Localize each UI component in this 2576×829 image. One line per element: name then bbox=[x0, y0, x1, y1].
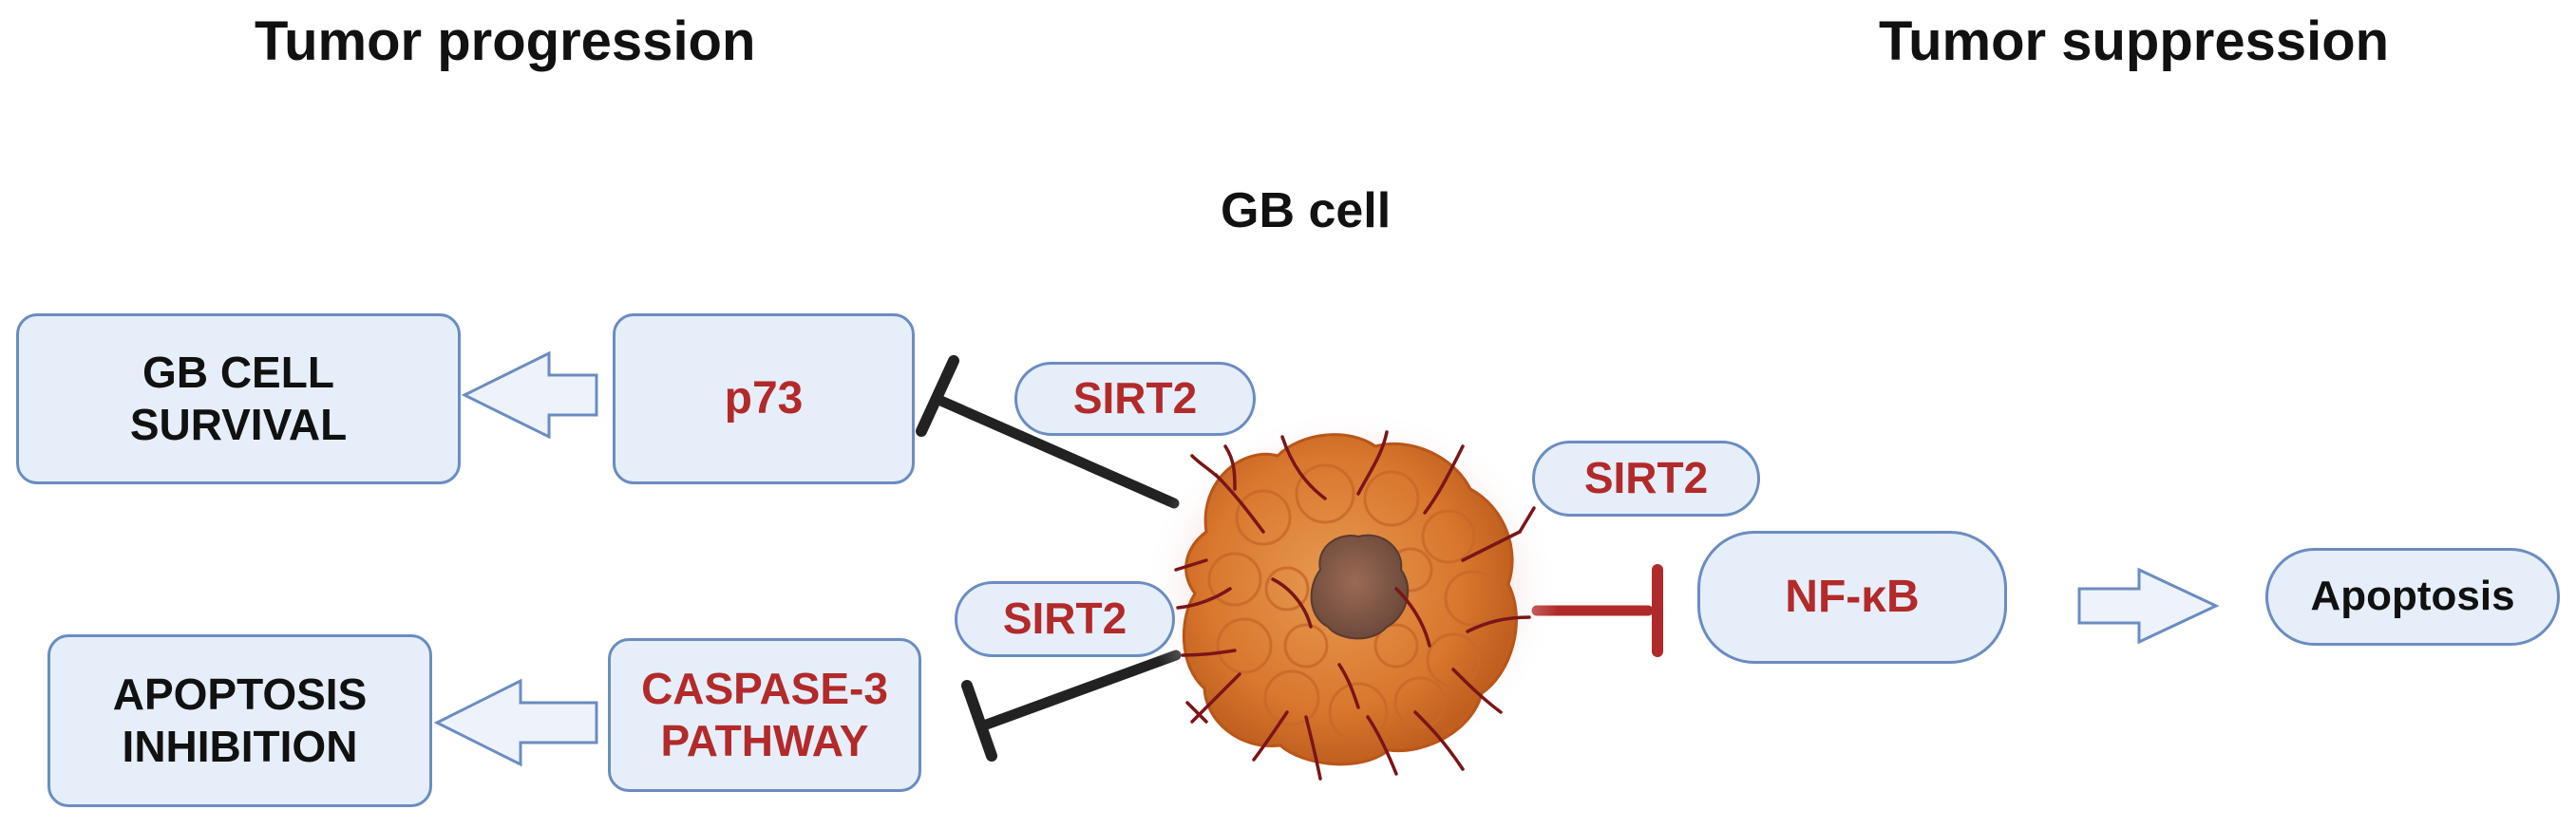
node-p73-label: p73 bbox=[724, 373, 804, 424]
sirt2-label-top-text: SIRT2 bbox=[1072, 373, 1198, 424]
inhibit-line-p73 bbox=[916, 355, 1180, 509]
node-apoptosis: Apoptosis bbox=[2265, 548, 2560, 646]
node-caspase-3-pathway-label: CASPASE-3 PATHWAY bbox=[641, 663, 888, 765]
sirt2-label-right-text: SIRT2 bbox=[1583, 453, 1709, 503]
sirt2-label-top: SIRT2 bbox=[1014, 362, 1256, 436]
node-apoptosis-inhibition: APOPTOSIS INHIBITION bbox=[47, 634, 432, 807]
arrow-caspase-to-inhibition bbox=[433, 678, 598, 767]
heading-gb-cell: GB cell bbox=[1221, 183, 1392, 238]
node-nf-kb: NF-κB bbox=[1697, 531, 2007, 664]
arrow-nfkb-to-apoptosis bbox=[2077, 567, 2220, 645]
node-apoptosis-inhibition-label: APOPTOSIS INHIBITION bbox=[112, 669, 368, 771]
node-gb-cell-survival: GB CELL SURVIVAL bbox=[16, 313, 461, 484]
heading-tumor-progression: Tumor progression bbox=[255, 10, 756, 72]
sirt2-label-right: SIRT2 bbox=[1532, 441, 1760, 517]
gb-cell-illustration bbox=[1142, 408, 1560, 781]
sirt2-label-bottom-text: SIRT2 bbox=[1002, 593, 1127, 644]
node-apoptosis-label: Apoptosis bbox=[2310, 573, 2515, 620]
heading-tumor-suppression: Tumor suppression bbox=[1879, 10, 2390, 72]
node-nf-kb-label: NF-κB bbox=[1785, 572, 1920, 623]
node-caspase-3-pathway: CASPASE-3 PATHWAY bbox=[608, 638, 921, 792]
node-p73: p73 bbox=[613, 313, 915, 484]
inhibit-line-caspase bbox=[961, 650, 1182, 762]
arrow-p73-to-survival bbox=[461, 350, 598, 440]
node-gb-cell-survival-label: GB CELL SURVIVAL bbox=[129, 347, 348, 449]
sirt2-label-bottom: SIRT2 bbox=[955, 581, 1175, 657]
